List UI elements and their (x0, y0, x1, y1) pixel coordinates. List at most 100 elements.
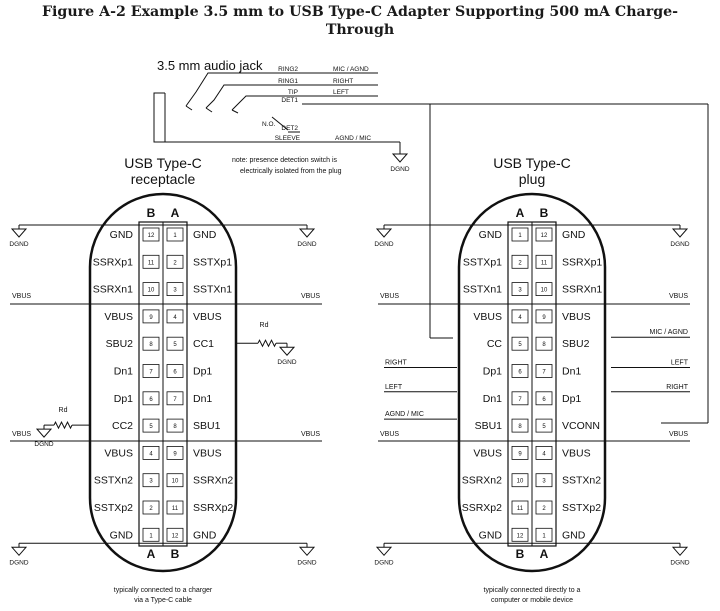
plug-signal-left: SSTXp1 (463, 256, 502, 268)
vbus-label: VBUS (669, 293, 688, 300)
plug-signal-right: Dn1 (562, 366, 581, 378)
plug-pin: 12 (517, 533, 524, 539)
receptacle-pin: 6 (149, 397, 153, 403)
plug-right-label-left: RIGHT (385, 360, 408, 367)
jack-ring2-spring (185, 72, 300, 107)
cc2-rd-ground: DGND (34, 425, 54, 448)
dgnd-label: DGND (297, 559, 316, 566)
jack-contact-ring2: RING2 (278, 66, 298, 73)
figure-title-line2: Through (325, 22, 395, 38)
plug-signal-right: SSRXn1 (562, 284, 602, 296)
receptacle-pin: 6 (173, 370, 177, 376)
dgnd-label: DGND (277, 359, 296, 366)
jack-tip-spring (231, 95, 300, 111)
plug-pin: 8 (518, 424, 522, 430)
jack-sleeve-shape (153, 92, 165, 143)
detect-switch-blade (271, 116, 289, 131)
static-wiring (153, 72, 709, 424)
plug-signal-right: VBUS (562, 447, 591, 459)
sleeve-ground-icon: DGND (390, 150, 410, 173)
receptacle-signal-left: VBUS (104, 311, 133, 323)
plug-pin: 4 (518, 315, 522, 321)
plug-pin: 11 (541, 260, 548, 266)
receptacle-signal-left: SSTXp2 (94, 502, 133, 514)
receptacle-header-right: A (171, 206, 180, 220)
cc1-rd-ground: DGND (277, 343, 297, 366)
receptacle-signal-right: GND (193, 229, 217, 241)
receptacle-signal-left: SSTXn2 (94, 475, 133, 487)
plug-signal-left: SSRXp2 (462, 502, 502, 514)
plug-pin: 9 (518, 451, 522, 457)
vbus-label: VBUS (12, 431, 31, 438)
receptacle-signal-left: SSRXn1 (93, 284, 133, 296)
plug-pin: 3 (542, 479, 546, 485)
receptacle-signal-right: VBUS (193, 447, 222, 459)
dgnd-label: DGND (390, 166, 409, 173)
receptacle-pin: 12 (172, 533, 179, 539)
plug-pin: 8 (542, 342, 546, 348)
plug-pin: 1 (542, 533, 546, 539)
audio-jack-title: 3.5 mm audio jack (157, 58, 263, 73)
recept-gnd-left-bottom: DGND (9, 543, 29, 566)
receptacle-pin: 7 (149, 370, 153, 376)
dgnd-label: DGND (374, 241, 393, 248)
receptacle-signal-right: SSTXp1 (193, 256, 232, 268)
receptacle-signal-left: VBUS (104, 447, 133, 459)
dgnd-label: DGND (9, 241, 28, 248)
receptacle-caption-line2: via a Type-C cable (134, 597, 192, 604)
plug-pin: 6 (542, 397, 546, 403)
jack-ring1-spring (205, 84, 300, 109)
plug-body (457, 192, 607, 573)
plug-pin: 10 (541, 288, 548, 294)
jack-ring1-tip (205, 107, 213, 113)
jack-ring2-tip (185, 105, 193, 111)
plug-left-label-left: LEFT (385, 384, 403, 391)
receptacle-signal-right: SSTXn1 (193, 284, 232, 296)
jack-contact-det2: DET2 (281, 125, 298, 132)
plug-signal-left: GND (479, 229, 503, 241)
recept-gnd-right-top: DGND (297, 225, 317, 248)
detect-switch-label: N.O. (262, 121, 276, 128)
plug-pin: 7 (518, 397, 522, 403)
receptacle-signal-right: CC1 (193, 338, 214, 350)
plug-pin: 10 (517, 479, 524, 485)
receptacle-signal-right: Dp1 (193, 366, 212, 378)
cc1-rd-resistor (257, 339, 277, 348)
plug-signal-left: VBUS (473, 311, 502, 323)
receptacle-pin: 9 (149, 315, 153, 321)
plug-pin: 2 (518, 260, 522, 266)
plug-caption-line2: computer or mobile device (491, 597, 573, 604)
receptacle-footer-left: A (147, 547, 156, 561)
plug-signal-right: Dp1 (562, 393, 581, 405)
receptacle-signal-left: Dp1 (114, 393, 133, 405)
vbus-label: VBUS (12, 293, 31, 300)
plug-signal-right: GND (562, 529, 586, 541)
rd-label: Rd (260, 322, 269, 329)
dgnd-label: DGND (297, 241, 316, 248)
plug-pin: 3 (518, 288, 522, 294)
plug-signal-left: SBU1 (475, 420, 503, 432)
plug-mic-agnd-label: MIC / AGND (649, 329, 688, 336)
plug-signal-left: Dp1 (483, 366, 502, 378)
switch-note-line1: note: presence detection switch is (232, 157, 338, 164)
receptacle-signal-right: SSRXn2 (193, 475, 233, 487)
receptacle-signal-right: SBU1 (193, 420, 221, 432)
receptacle-body (88, 192, 238, 573)
plug-footer-right: A (540, 547, 549, 561)
receptacle-pin: 8 (173, 424, 177, 430)
plug-footer-left: B (516, 547, 525, 561)
plug-pin: 12 (541, 233, 548, 239)
receptacle-signal-left: SSRXp1 (93, 256, 133, 268)
recept-gnd-right-bottom: DGND (297, 543, 317, 566)
dgnd-label: DGND (34, 441, 53, 448)
plug-signal-left: VBUS (473, 447, 502, 459)
plug-signal-left: SSRXn2 (462, 475, 502, 487)
recept-gnd-left-top: DGND (9, 225, 29, 248)
plug-header-left: A (516, 206, 525, 220)
receptacle-signal-right: Dn1 (193, 393, 212, 405)
plug-signal-right: SSRXp1 (562, 256, 602, 268)
receptacle-title-line2: receptacle (131, 171, 196, 187)
receptacle-signal-left: SBU2 (106, 338, 134, 350)
plug-pin: 4 (542, 451, 546, 457)
